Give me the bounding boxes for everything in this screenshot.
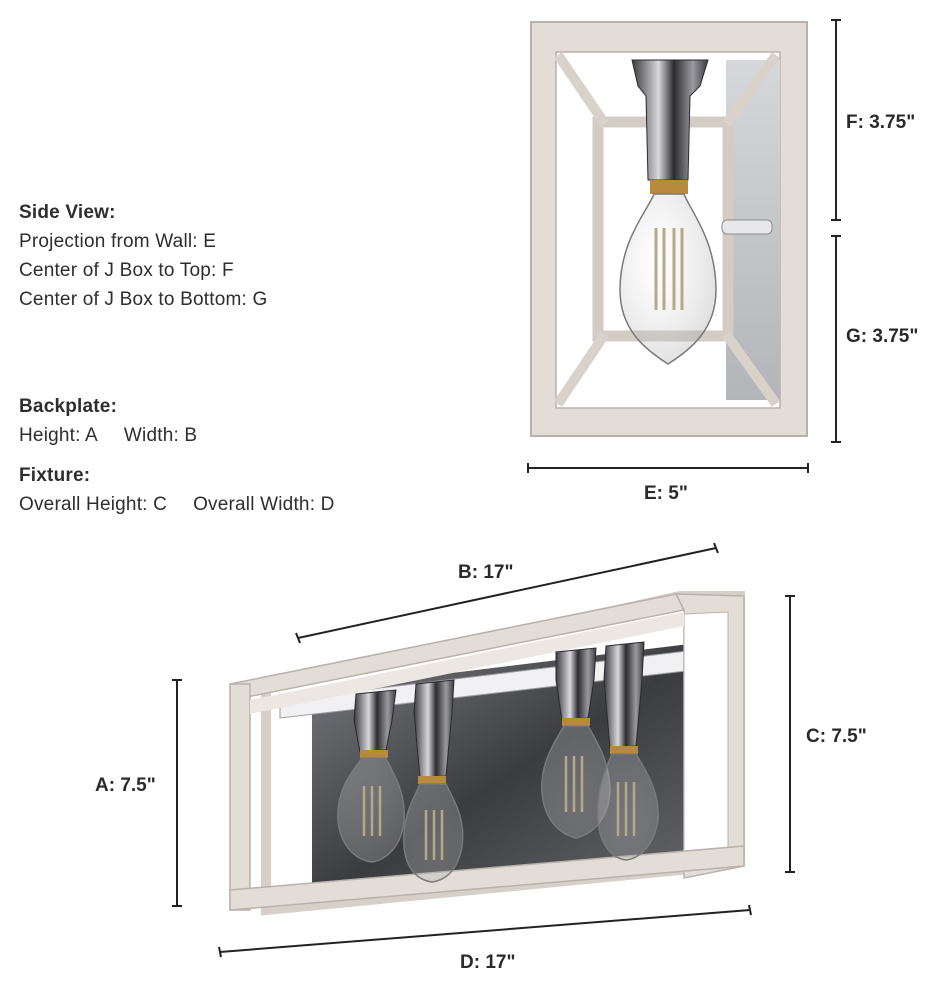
side-diag-bl xyxy=(553,331,610,407)
side-diag-tl xyxy=(553,52,610,127)
fixture-overall-height: Overall Height: C xyxy=(19,494,168,515)
backplate-items: Height: A Width: B xyxy=(19,421,197,450)
dim-e-label: E: 5" xyxy=(644,483,688,504)
fixture-overall-width: Overall Width: D xyxy=(193,494,335,515)
dim-f-line xyxy=(831,19,841,221)
front-frame-left-post xyxy=(229,683,251,911)
backplate-heading: Backplate: xyxy=(19,396,118,417)
side-view-fixture xyxy=(530,21,808,437)
legend-line-jbox-bottom: Center of J Box to Bottom: G xyxy=(19,289,268,310)
side-bulb-filaments xyxy=(654,228,684,310)
front-frame-inner-right xyxy=(683,611,729,863)
side-socket-base xyxy=(650,180,688,194)
side-arm xyxy=(721,219,773,235)
side-bulb xyxy=(619,193,717,365)
dim-c-label: C: 7.5" xyxy=(806,726,867,747)
front-frame-top-inner xyxy=(250,612,684,714)
dim-c-line xyxy=(785,595,795,873)
backplate-width: Width: B xyxy=(123,425,198,446)
front-light-2 xyxy=(403,679,464,883)
side-diag-br xyxy=(721,331,781,407)
dim-b-label: B: 17" xyxy=(458,562,514,583)
fixture-heading: Fixture: xyxy=(19,465,91,486)
backplate-legend: Backplate: Height: A Width: B xyxy=(19,392,197,450)
fixture-legend: Fixture: Overall Height: C Overall Width:… xyxy=(19,461,335,519)
dim-d-line xyxy=(218,904,752,958)
dim-a-line xyxy=(172,679,182,907)
dim-b-line xyxy=(295,542,719,644)
front-light-3 xyxy=(541,647,611,839)
dim-d-label: D: 17" xyxy=(460,952,516,973)
dim-g-label: G: 3.75" xyxy=(846,326,919,347)
side-view-heading: Side View: xyxy=(19,202,116,223)
dim-e-line xyxy=(527,463,809,473)
fixture-items: Overall Height: C Overall Width: D xyxy=(19,490,335,519)
bulb-4 xyxy=(597,753,659,861)
dim-a-label: A: 7.5" xyxy=(95,775,156,796)
dim-f-label: F: 3.75" xyxy=(846,112,916,133)
front-frame-bottom xyxy=(229,845,745,911)
front-view-fixture xyxy=(229,591,745,916)
legend-line-jbox-top: Center of J Box to Top: F xyxy=(19,260,234,281)
bulb-3 xyxy=(541,725,611,839)
side-diag-tr xyxy=(721,52,781,127)
dim-g-line xyxy=(831,235,841,443)
backplate-height: Height: A xyxy=(19,425,98,446)
front-light-4 xyxy=(597,641,659,861)
front-light-1 xyxy=(337,689,405,863)
side-view-legend: Side View: Projection from Wall: E Cente… xyxy=(19,198,267,314)
legend-line-projection: Projection from Wall: E xyxy=(19,231,217,252)
